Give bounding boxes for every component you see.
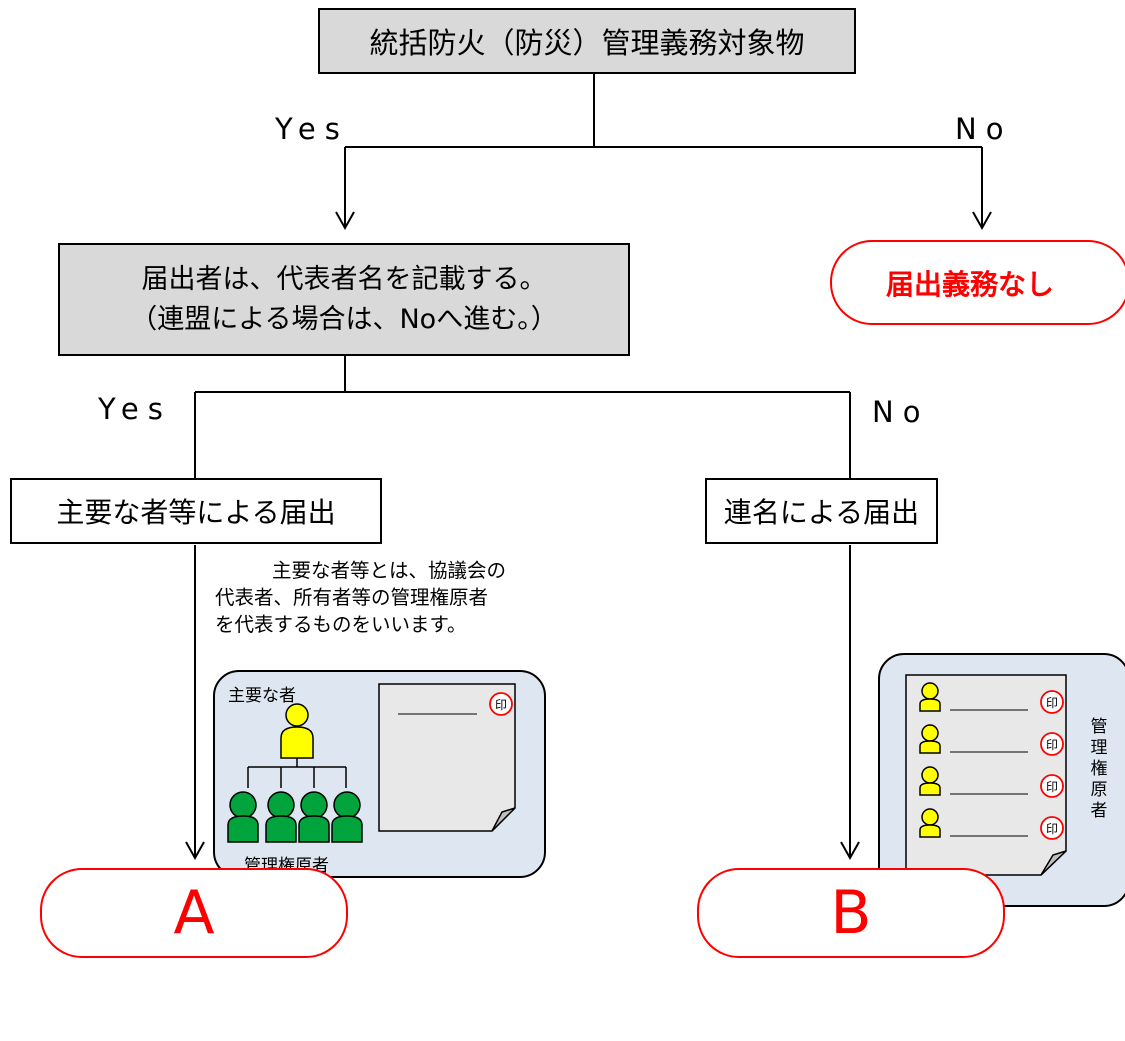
person-icon bbox=[919, 724, 941, 754]
no-label: No bbox=[955, 112, 1013, 146]
result-b-terminal: B bbox=[697, 868, 1005, 958]
no-label-2: No bbox=[872, 395, 930, 429]
yes-label: Yes bbox=[275, 112, 349, 146]
leader-illustration: 印 bbox=[227, 683, 516, 843]
question-box: 届出者は、代表者名を記載する。 （連盟による場合は、Noへ進む。） bbox=[58, 243, 630, 356]
person-icon bbox=[280, 703, 314, 759]
person-icon bbox=[331, 791, 363, 843]
svg-text:印: 印 bbox=[1046, 780, 1058, 794]
person-icon bbox=[227, 791, 259, 843]
question-line1: 届出者は、代表者名を記載する。 bbox=[141, 263, 547, 295]
start-box: 統括防火（防災）管理義務対象物 bbox=[318, 8, 856, 74]
yes-label-2: Yes bbox=[98, 392, 172, 426]
person-icon bbox=[919, 808, 941, 838]
start-text: 統括防火（防災）管理義務対象物 bbox=[369, 26, 805, 60]
person-icon bbox=[919, 682, 941, 712]
seal-icon: 印 bbox=[489, 692, 513, 716]
person-icon bbox=[298, 791, 330, 843]
question-line2: （連盟による場合は、Noへ進む。） bbox=[130, 303, 558, 335]
result-a-text: A bbox=[173, 878, 215, 948]
note-line1: 主要な者等とは、協議会の bbox=[272, 559, 507, 582]
result-a-terminal: A bbox=[40, 868, 348, 958]
joint-notify-text: 連名による届出 bbox=[723, 496, 920, 529]
document-icon bbox=[378, 683, 516, 832]
joint-notify-box: 連名による届出 bbox=[705, 478, 938, 544]
seal-icon bbox=[1040, 690, 1064, 840]
svg-text:印: 印 bbox=[1046, 822, 1058, 836]
person-icon bbox=[919, 766, 941, 796]
svg-text:印: 印 bbox=[495, 698, 507, 712]
main-notify-box: 主要な者等による届出 bbox=[10, 478, 382, 544]
svg-text:印: 印 bbox=[1046, 738, 1058, 752]
note-text: 主要な者等とは、協議会の 代表者、所有者等の管理権原者 を代表するものをいいます… bbox=[215, 557, 575, 638]
result-b-text: B bbox=[830, 878, 872, 948]
svg-text:印: 印 bbox=[1046, 696, 1058, 710]
main-notify-text: 主要な者等による届出 bbox=[56, 496, 336, 529]
document-icon bbox=[905, 674, 1067, 876]
note-line2: 代表者、所有者等の管理権原者 bbox=[215, 586, 489, 609]
note-line3: を代表するものをいいます。 bbox=[215, 613, 467, 636]
leader-label: 主要な者 bbox=[228, 686, 296, 706]
no-duty-text: 届出義務なし bbox=[885, 267, 1054, 301]
no-duty-terminal: 届出義務なし bbox=[830, 240, 1125, 325]
person-icon bbox=[265, 791, 297, 843]
joint-illustration: 印 印 印 印 bbox=[905, 674, 1067, 876]
side-label: 管理権原者 bbox=[1090, 717, 1108, 821]
